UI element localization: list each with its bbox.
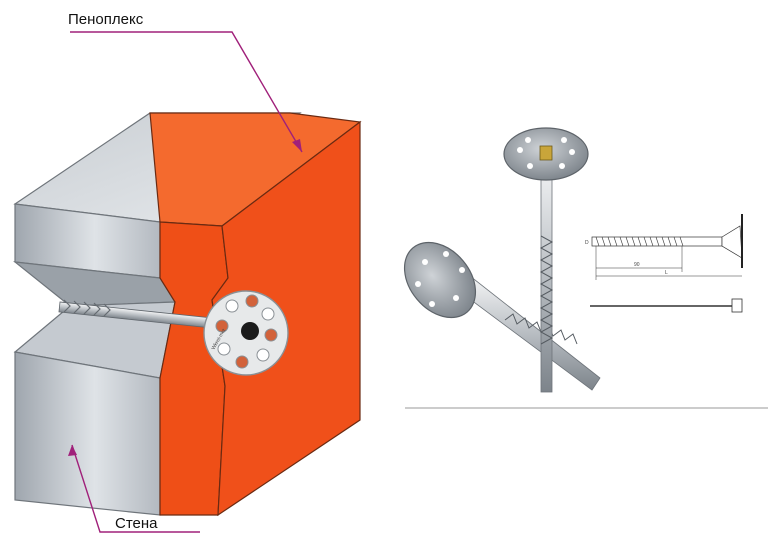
vertical-dowel-spiral — [539, 235, 554, 345]
vertical-disc-hole — [569, 149, 575, 155]
dowel-technical-drawing: 90 L D — [585, 214, 743, 313]
diagonal-dowel-shaft — [454, 275, 601, 391]
wall-leader-line — [71, 444, 200, 533]
diagonal-disc-hole — [453, 295, 459, 301]
insulation-block — [149, 112, 362, 517]
diagonal-disc-hole — [422, 259, 428, 265]
diagonal-disc-hole — [459, 267, 465, 273]
wall-leader-arrow — [68, 445, 77, 456]
drawing-dowel-body — [591, 236, 723, 247]
disc-hole — [235, 355, 249, 369]
disc-hole — [264, 328, 278, 342]
vertical-disc-hole — [561, 137, 567, 143]
vertical-disc-hole — [517, 147, 523, 153]
vertical-dowel-shaft — [540, 159, 553, 393]
dowel-diagonal — [403, 241, 601, 391]
dowel-vertical — [503, 127, 589, 393]
wall-label: Стена — [115, 515, 158, 532]
disc-hole — [256, 348, 270, 362]
diagonal-disc-hole — [415, 281, 421, 287]
diagonal-disc-hole — [429, 301, 435, 307]
disc-hole — [217, 342, 231, 356]
vertical-disc-hole — [559, 163, 565, 169]
insulation-leader-arrow — [292, 139, 302, 152]
drawing-dowel-cone — [721, 225, 743, 259]
drawing-dowel-ribs — [595, 236, 684, 247]
drawing-dim-a-text: 90 — [634, 262, 640, 268]
insulation-leader-line — [70, 31, 303, 153]
disc-hole — [245, 294, 259, 308]
wall-front-lower — [14, 351, 161, 516]
vertical-disc-hole — [527, 163, 533, 169]
vertical-disc-hole — [525, 137, 531, 143]
disc-hole — [261, 307, 275, 321]
disc-hole — [225, 299, 239, 313]
disc-center-pin — [241, 322, 259, 340]
dowel-ribs — [63, 299, 111, 317]
drawing-dim-total-text: L — [665, 270, 668, 276]
leaders — [68, 31, 303, 533]
insulation-label: Пеноплекс — [68, 11, 144, 28]
vertical-disc-hub — [539, 145, 553, 161]
drawing-dim-diameter-text: D — [585, 240, 589, 246]
dowel-in-wall: Wkret-met — [58, 290, 289, 376]
drawing-nail-head — [731, 298, 743, 313]
disc-hole — [215, 319, 229, 333]
diagonal-disc-hole — [443, 251, 449, 257]
insulation-front-face — [159, 221, 229, 516]
